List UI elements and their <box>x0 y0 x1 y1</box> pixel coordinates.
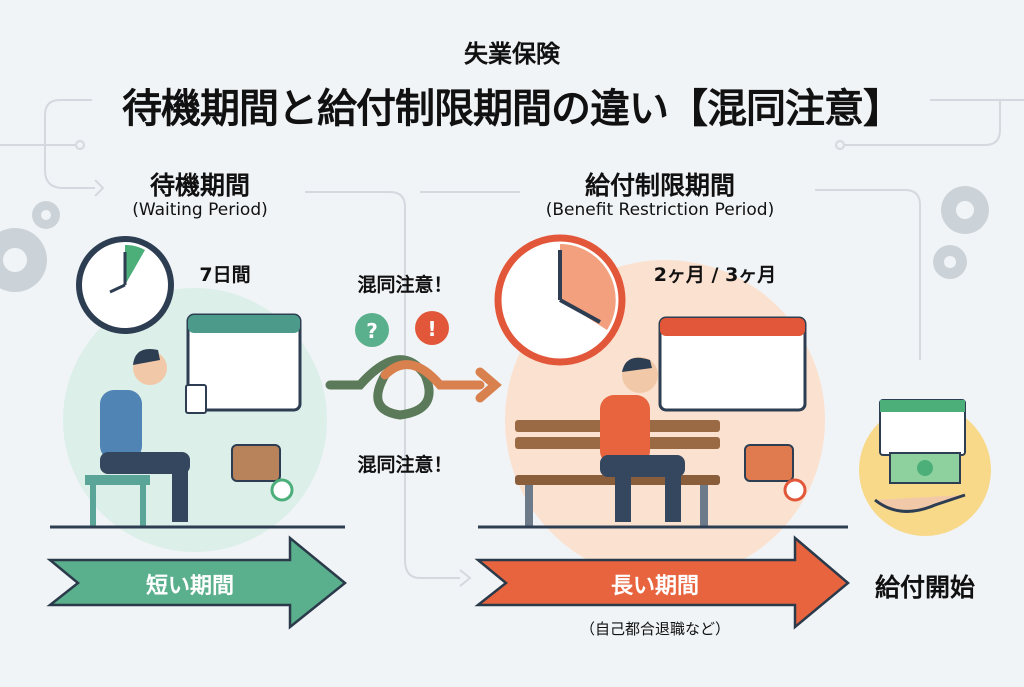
long-period-label: 長い期間 <box>610 574 700 599</box>
short-period-label: 短い期間 <box>145 574 235 599</box>
category-title: 失業保険 <box>464 40 560 68</box>
page-title: 待機期間と給付制限期間の違い【混同注意】 <box>122 86 903 132</box>
tangled-knot-icon <box>325 355 502 420</box>
waiting-heading: 待機期間 <box>149 171 251 200</box>
benefit-start-label: 給付開始 <box>874 573 976 602</box>
confusion-warning-top: 混同注意！ <box>357 274 453 296</box>
clock-icon <box>76 236 174 334</box>
wallet-icon <box>231 444 294 502</box>
calendar-icon <box>186 313 302 412</box>
laptop-money-hand-icon <box>874 399 966 513</box>
question-bubble-icon: ? <box>355 313 389 347</box>
waiting-duration: 7日間 <box>199 264 251 286</box>
person-waiting-illustration <box>85 349 207 527</box>
clock-icon <box>494 234 626 366</box>
svg-text:?: ? <box>366 319 378 343</box>
exclamation-bubble-icon: ! <box>415 311 449 345</box>
short-period-arrow <box>46 535 347 630</box>
restriction-english: (Benefit Restriction Period) <box>545 200 775 220</box>
bench-person-illustration <box>515 357 720 527</box>
calendar-icon <box>658 316 807 412</box>
restriction-duration: 2ヶ月 / 3ヶ月 <box>653 264 777 286</box>
waiting-english: (Waiting Period) <box>132 200 268 220</box>
restriction-heading: 給付制限期間 <box>584 171 736 200</box>
connector-lines <box>0 99 1024 587</box>
long-period-arrow <box>474 535 850 630</box>
wallet-icon <box>744 444 807 502</box>
svg-text:!: ! <box>427 317 436 341</box>
restriction-note: （自己都合退職など） <box>579 620 731 638</box>
confusion-warning-bottom: 混同注意！ <box>357 454 453 476</box>
